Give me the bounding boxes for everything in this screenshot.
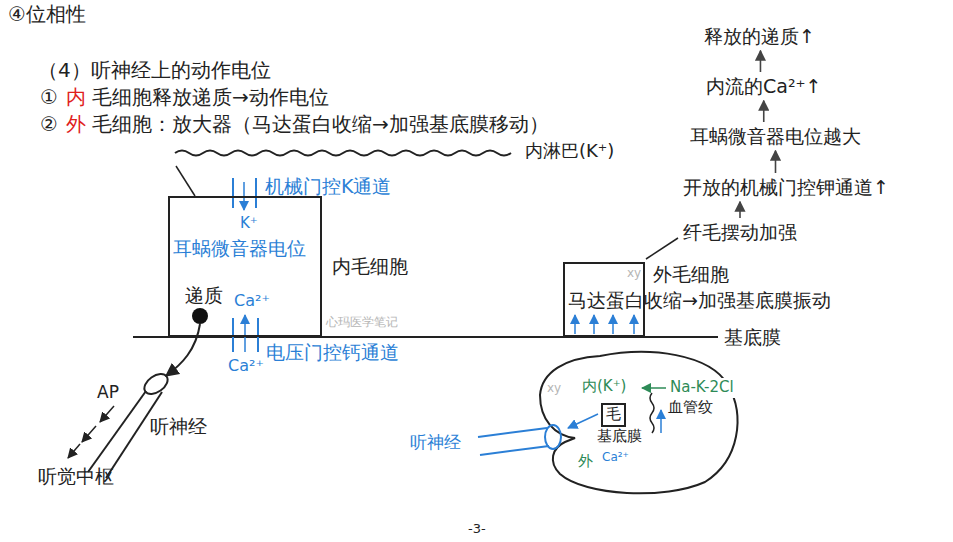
ap-arrow	[100, 406, 114, 422]
inner-hair-cell: 内毛细胞耳蜗微音器电位K⁺递质Ca²⁺	[168, 196, 322, 337]
motor-arrow	[633, 315, 635, 334]
ion-arrow	[244, 315, 246, 352]
nerve-fiber	[478, 428, 547, 437]
node-title: 毛	[606, 405, 621, 425]
stria-vascularis	[650, 393, 654, 433]
vesicle-dot	[192, 308, 208, 324]
structure-label: 听觉中枢	[38, 464, 114, 489]
flow-arrow	[660, 410, 662, 433]
node-title: 释放的递质↑	[704, 24, 815, 49]
nerve-terminal	[141, 370, 171, 398]
hair-cell-box: 毛	[601, 403, 626, 427]
channel-wall	[232, 318, 234, 352]
node-title: 开放的机械门控钾通道↑	[683, 175, 889, 200]
structure-label: 血管纹	[668, 398, 713, 418]
section-number: ④位相性	[8, 1, 86, 27]
endolymph-line	[175, 151, 511, 156]
emphasis-text: 内	[66, 84, 86, 110]
node-text: K⁺	[240, 214, 258, 234]
flow-step: 开放的机械门控钾通道↑	[683, 175, 889, 200]
motor-arrow	[593, 315, 595, 334]
flow-step: 内流的Ca²⁺↑	[706, 74, 821, 99]
channel-wall	[255, 178, 257, 208]
flow-step: 耳蜗微音器电位越大	[690, 124, 861, 149]
ion-label: Ca²⁺	[228, 356, 264, 377]
nerve-terminal	[545, 425, 561, 449]
structure-label: 基底膜	[724, 325, 781, 350]
channel-label: 电压门控钙通道	[266, 340, 399, 365]
channel-label: 机械门控K通道	[265, 174, 391, 199]
node-text: 递质	[185, 283, 223, 308]
node-title: 耳蜗微音器电位越大	[690, 124, 861, 149]
cochlear-duct-outline	[540, 352, 737, 493]
node-title: 内毛细胞	[332, 254, 408, 279]
node-text: xy	[627, 266, 641, 282]
flow-arrow	[739, 202, 741, 218]
watermark: 心玛医学笔记	[326, 315, 398, 331]
flow-step: 纤毛摆动加强	[683, 220, 797, 245]
heading: （4）听神经上的动作电位	[38, 57, 271, 83]
leader-line	[646, 238, 678, 259]
structure-label: 听神经	[410, 431, 461, 453]
motor-arrow	[574, 315, 576, 334]
flow-arrow	[775, 151, 777, 173]
signal-arrow	[568, 414, 598, 428]
node-text: 耳蜗微音器电位	[173, 236, 306, 261]
ap-arrow	[68, 444, 80, 458]
transporter-label: Na-K-2Cl	[668, 378, 736, 398]
motor-arrow	[612, 315, 614, 334]
structure-label: 基底膜	[597, 427, 642, 447]
region-label: 内淋巴(K⁺)	[525, 139, 614, 162]
structure-label: 听神经	[150, 414, 207, 439]
annotation: 马达蛋白收缩→加强基底膜振动	[566, 288, 833, 313]
emphasis-text: 外	[66, 111, 86, 137]
flow-arrow	[763, 101, 765, 122]
ion-label: Ca²⁺	[602, 450, 629, 466]
release-arrow	[166, 324, 200, 376]
flow-arrow	[760, 51, 762, 72]
nerve-fiber	[480, 446, 549, 455]
ap-arrow	[82, 426, 96, 442]
leader-line	[176, 166, 195, 196]
signal-label: AP	[97, 381, 119, 403]
channel-wall	[257, 318, 259, 352]
region-label: 外	[578, 452, 593, 472]
flow-step: 释放的递质↑	[704, 24, 815, 49]
list-marker: ②	[40, 111, 58, 137]
page-number: -3-	[468, 521, 486, 538]
faint-mark: xy	[547, 381, 561, 397]
node-title: 内流的Ca²⁺↑	[706, 74, 821, 99]
node-title: 纤毛摆动加强	[683, 220, 797, 245]
cotransport-arrow	[642, 387, 666, 389]
region-label: 内(K⁺)	[582, 377, 626, 397]
channel-wall	[232, 178, 234, 208]
node-text: Ca²⁺	[234, 291, 270, 312]
note-text: 毛细胞：放大器（马达蛋白收缩→加强基底膜移动）	[92, 111, 549, 137]
node-title: 外毛细胞	[653, 262, 729, 287]
list-marker: ①	[40, 84, 58, 110]
note-text: 毛细胞释放递质→动作电位	[92, 84, 329, 110]
outer-hair-cell: 外毛细胞xy	[563, 262, 645, 337]
